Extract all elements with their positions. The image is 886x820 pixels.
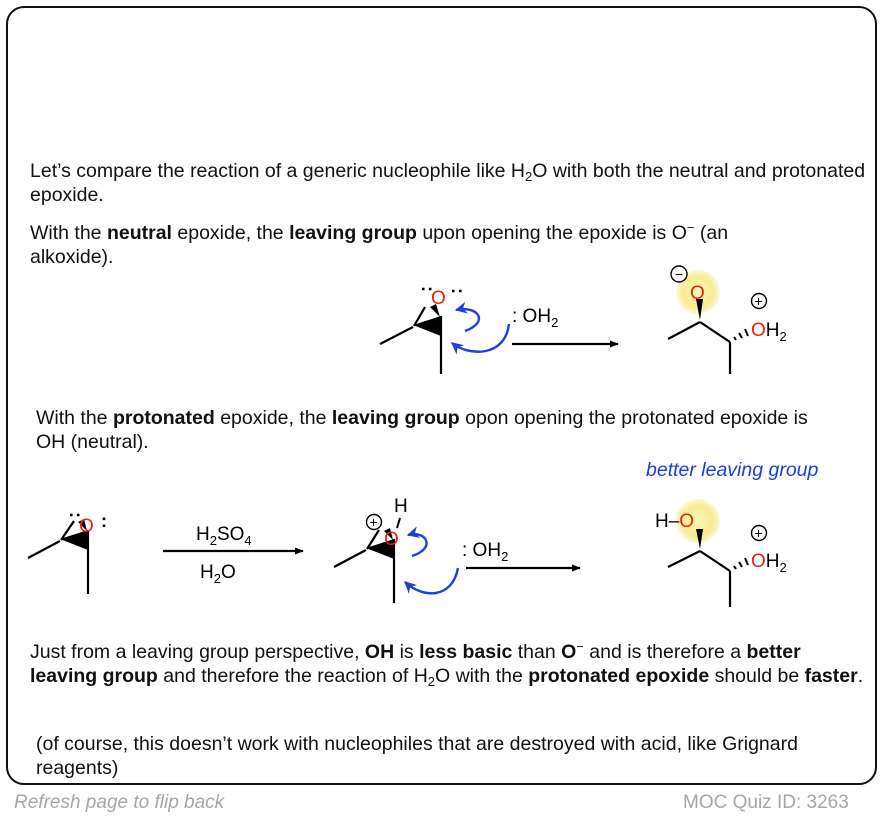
quiz-id: MOC Quiz ID: 3263 bbox=[683, 792, 849, 813]
curved-arrow bbox=[406, 526, 428, 558]
curved-arrow bbox=[454, 301, 480, 333]
text: O with the bbox=[435, 665, 529, 687]
superscript: − bbox=[576, 639, 584, 654]
oxygen-atom: O bbox=[79, 516, 94, 537]
text: With the bbox=[36, 407, 113, 429]
nucleophile-label: : OH2 bbox=[462, 540, 508, 564]
text: . bbox=[857, 665, 864, 687]
text: opon opening the protonated epoxide is O… bbox=[36, 407, 808, 453]
minus-charge bbox=[670, 265, 688, 283]
paragraph-protonated: With the protonated epoxide, the leaving… bbox=[36, 406, 836, 454]
quiz-card[interactable] bbox=[6, 6, 877, 785]
lone-pair: : bbox=[418, 286, 438, 292]
oxygen-atom: O bbox=[690, 283, 705, 304]
lone-pair: : bbox=[66, 512, 86, 518]
subscript: 2 bbox=[525, 169, 533, 184]
bold-text: protonated bbox=[112, 407, 215, 429]
acid-reagents: H2SO4 H2O bbox=[163, 524, 304, 586]
bold-text: faster bbox=[804, 665, 858, 687]
hydroxyl-group: H–O bbox=[655, 511, 694, 532]
highlight-glow bbox=[676, 499, 720, 543]
plus-charge bbox=[750, 292, 768, 310]
curved-arrow bbox=[404, 567, 460, 595]
lone-pair: : bbox=[101, 511, 107, 531]
starting-epoxide: O : : bbox=[27, 511, 107, 594]
text: should be bbox=[709, 665, 805, 687]
subscript: 2 bbox=[427, 674, 436, 689]
minus-charge-symbol: − bbox=[675, 266, 683, 282]
paragraph-neutral: With the neutral epoxide, the leaving gr… bbox=[30, 221, 810, 269]
product-alcohol: H–O + OH2 bbox=[655, 499, 787, 607]
highlight-glow bbox=[676, 270, 720, 314]
text: With the bbox=[30, 222, 107, 244]
text: is bbox=[394, 641, 420, 663]
plus-charge bbox=[750, 524, 768, 542]
bold-text: leaving group bbox=[289, 222, 417, 244]
protonated-epoxide: O H + : OH2 bbox=[333, 496, 581, 603]
nucleophile-label: : OH2 bbox=[512, 306, 558, 330]
bold-text: OH bbox=[364, 641, 395, 663]
reaction-scheme: O : : : OH2 O − + OH2 O : : bbox=[27, 265, 787, 607]
text: O with both the neutral and protonated e… bbox=[30, 160, 866, 206]
bold-text: O bbox=[561, 641, 577, 663]
bold-text: less basic bbox=[419, 641, 513, 663]
oxonium-group: OH2 bbox=[751, 551, 787, 575]
paragraph-conclusion: Just from a leaving group perspective, O… bbox=[30, 640, 870, 688]
plus-charge bbox=[365, 513, 383, 531]
annotation-better-leaving-group: better leaving group bbox=[646, 459, 819, 481]
lone-pair: : bbox=[448, 288, 468, 294]
neutral-epoxide: O : : : OH2 bbox=[379, 286, 619, 374]
proton-hydrogen: H bbox=[394, 496, 408, 517]
bold-text: better leaving group bbox=[30, 641, 801, 687]
bold-text: protonated epoxide bbox=[528, 665, 710, 687]
product-alkoxide: O − + OH2 bbox=[667, 265, 787, 374]
text: epoxide, the bbox=[171, 222, 290, 244]
plus-charge-symbol: + bbox=[755, 525, 763, 541]
flip-back-hint[interactable]: Refresh page to flip back bbox=[14, 792, 225, 813]
plus-charge-symbol: + bbox=[755, 293, 763, 309]
curved-arrow bbox=[451, 323, 511, 355]
reagent-sulfuric-acid: H2SO4 bbox=[196, 524, 252, 548]
text: than bbox=[512, 641, 562, 663]
text: Let’s compare the reaction of a generic … bbox=[30, 160, 526, 182]
plus-charge-symbol: + bbox=[370, 514, 378, 530]
bold-text: neutral bbox=[106, 222, 172, 244]
reagent-water: H2O bbox=[200, 562, 236, 586]
oxygen-atom: O bbox=[384, 529, 399, 550]
text: upon opening the epoxide is O bbox=[416, 222, 687, 244]
paragraph-intro: Let’s compare the reaction of a generic … bbox=[30, 159, 870, 207]
bold-text: leaving group bbox=[331, 407, 460, 429]
paragraph-note: (of course, this doesn’t work with nucle… bbox=[36, 733, 798, 779]
oxonium-group: OH2 bbox=[751, 320, 787, 344]
text: Just from a leaving group perspective, bbox=[30, 641, 365, 663]
text: and therefore the reaction of H bbox=[157, 665, 428, 687]
oxygen-atom: O bbox=[431, 288, 446, 309]
text: and is therefore a bbox=[583, 641, 747, 663]
superscript: − bbox=[686, 220, 695, 235]
text: (an alkoxide). bbox=[30, 222, 729, 268]
text: epoxide, the bbox=[214, 407, 332, 429]
